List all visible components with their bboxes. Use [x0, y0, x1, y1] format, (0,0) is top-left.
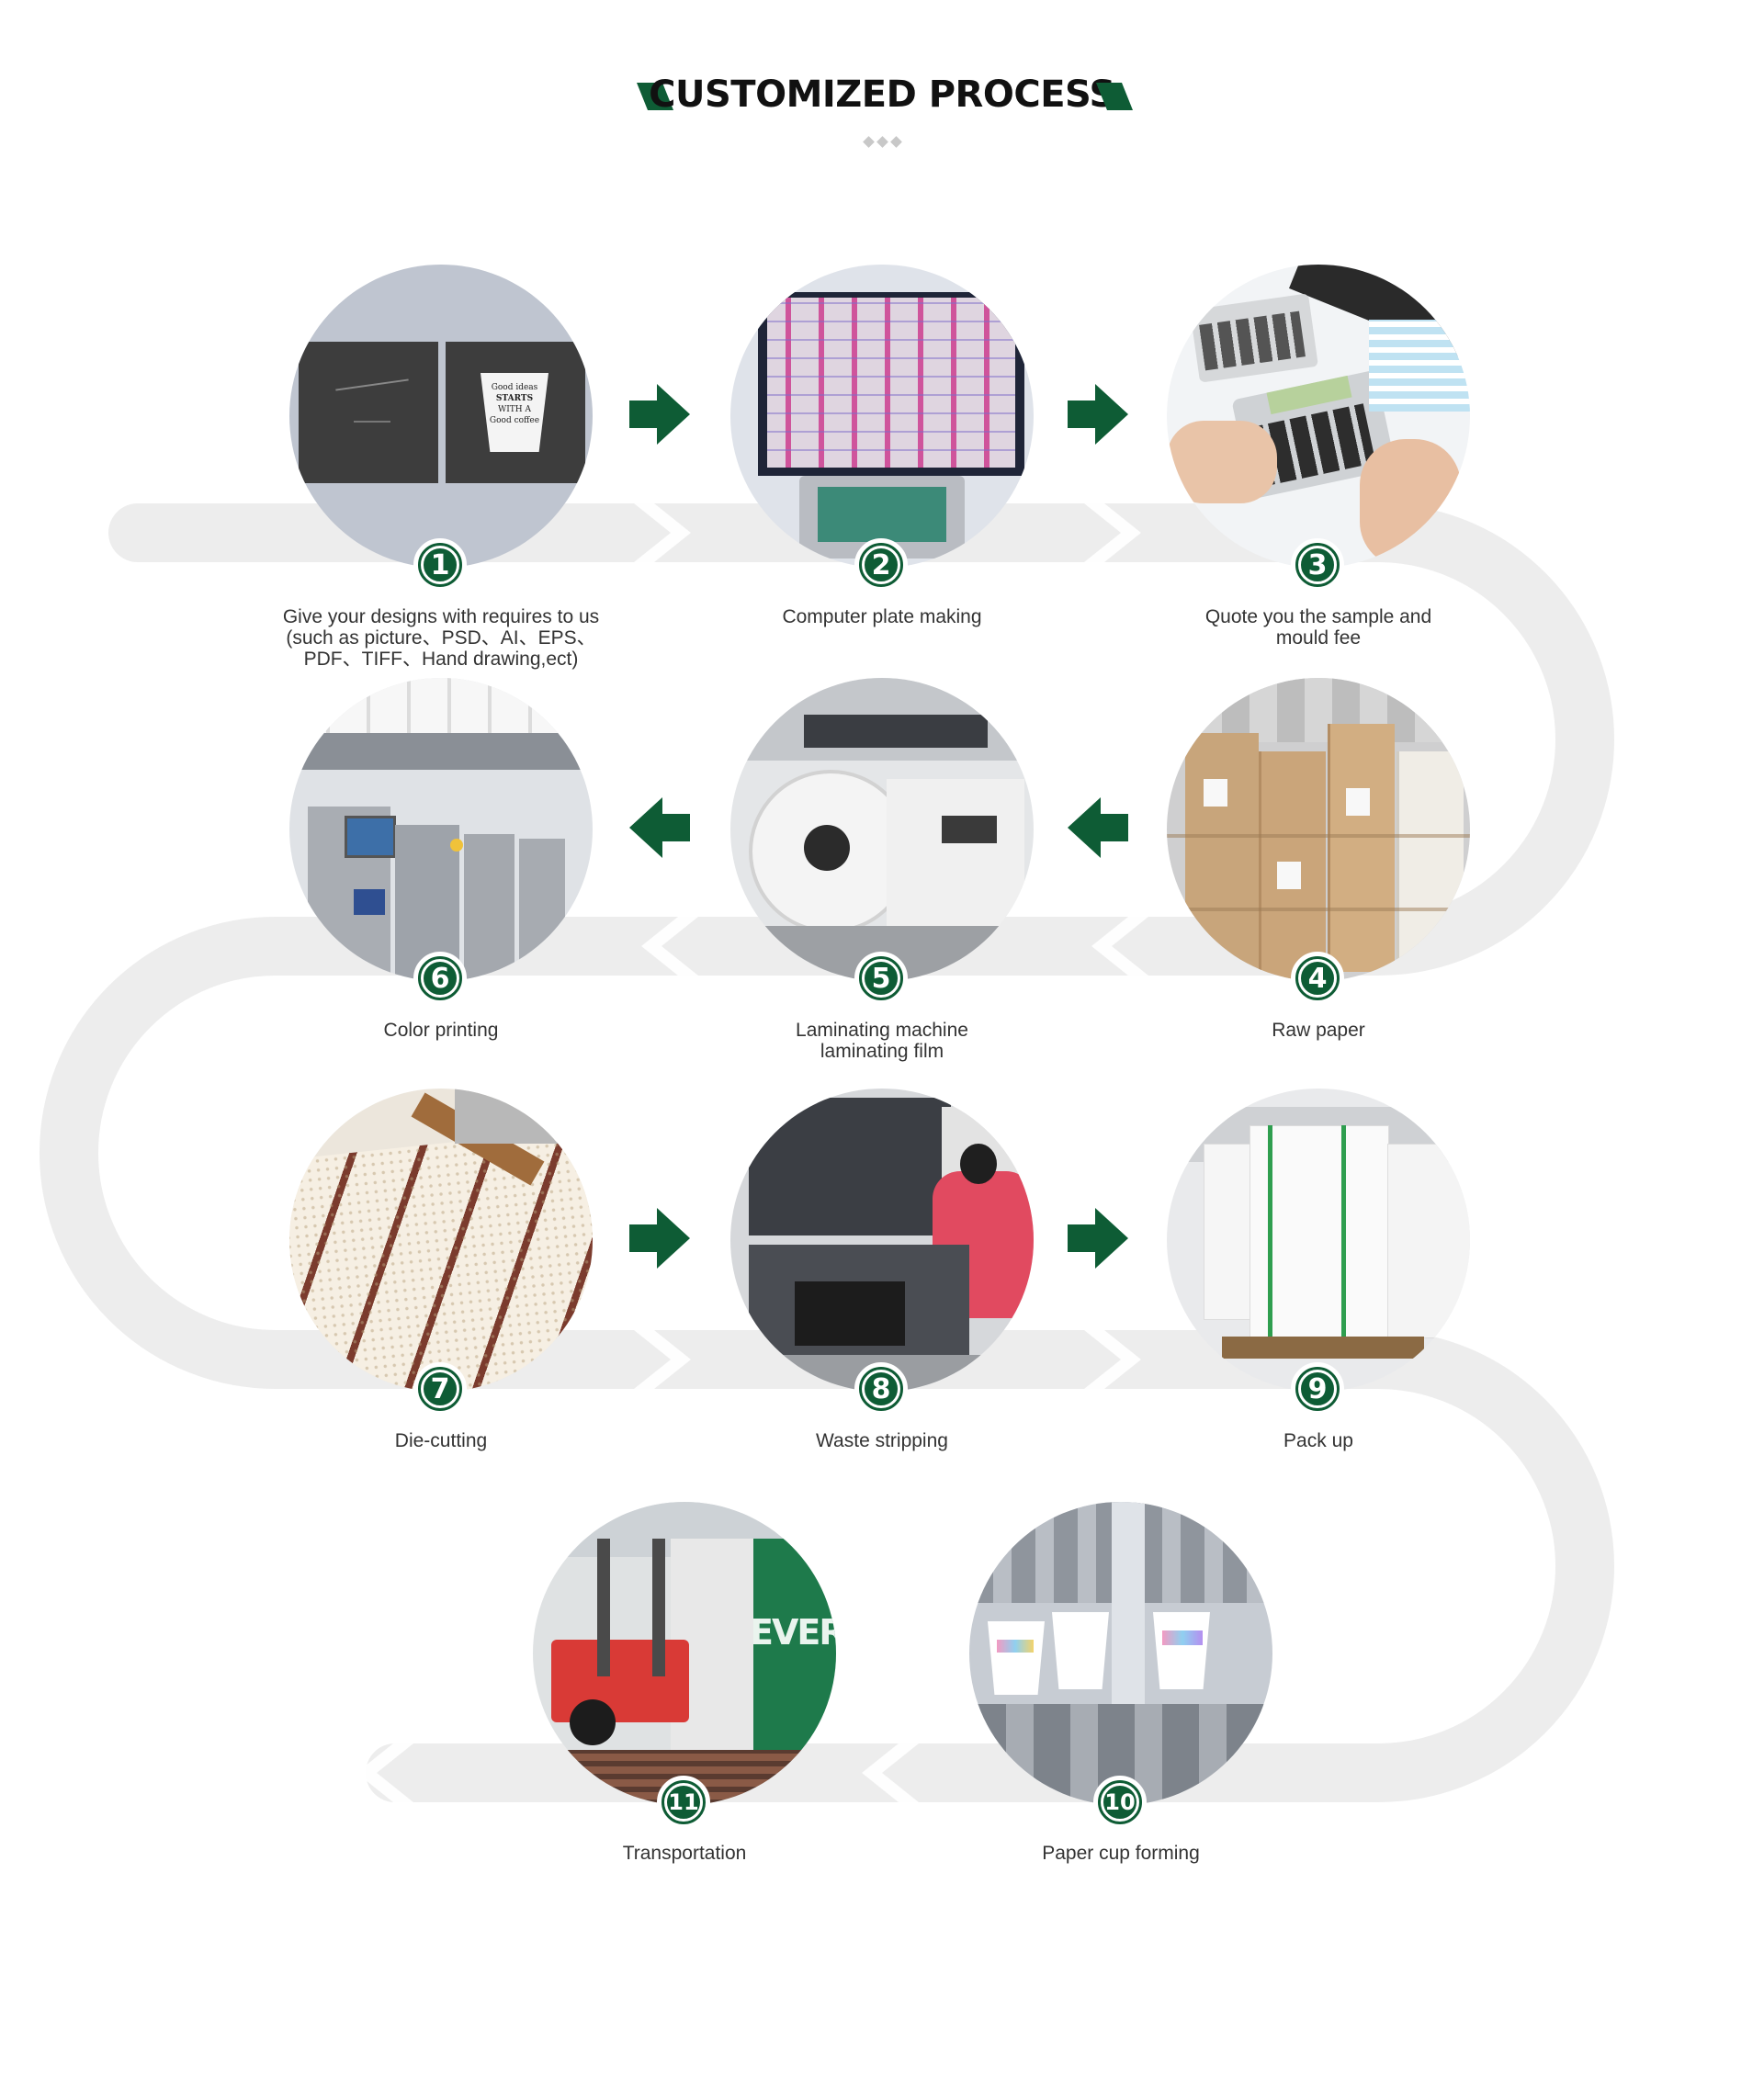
step-5-label: Laminating machine laminating film — [796, 1020, 968, 1062]
mockup-line-1: Good ideas — [491, 383, 538, 392]
step-1-badge: 1 — [413, 538, 467, 592]
step-4-label: Raw paper — [1272, 1020, 1365, 1041]
arrow-right-icon — [629, 384, 690, 445]
arrow-left-icon — [629, 797, 690, 858]
step-3-badge: 3 — [1291, 538, 1344, 592]
step-10-badge: 10 — [1093, 1776, 1147, 1829]
step-9-badge: 9 — [1291, 1362, 1344, 1416]
step-3-label: Quote you the sample and mould fee — [1204, 606, 1432, 649]
arrow-right-icon — [1068, 384, 1128, 445]
arrow-right-icon — [1068, 1208, 1128, 1269]
step-8-badge: 8 — [854, 1362, 908, 1416]
step-4-badge: 4 — [1291, 952, 1344, 1005]
mockup-line-3: WITH A — [497, 405, 532, 414]
section-header: CUSTOMIZED PROCESS — [0, 64, 1764, 138]
step-10-label: Paper cup forming — [1042, 1843, 1200, 1864]
header-divider-dots — [0, 134, 1764, 151]
step-10-photo — [969, 1502, 1272, 1805]
step-11-photo: EVER — [533, 1502, 836, 1805]
step-4-photo — [1167, 678, 1470, 981]
step-3-photo — [1167, 265, 1470, 568]
mockup-line-2: STARTS — [495, 394, 534, 403]
step-11-badge: 11 — [657, 1776, 710, 1829]
mockup-line-4: Good coffee — [489, 416, 540, 425]
arrow-left-icon — [1068, 797, 1128, 858]
step-5-photo — [730, 678, 1034, 981]
step-9-photo — [1167, 1089, 1470, 1392]
step-2-photo — [730, 265, 1034, 568]
step-2-badge: 2 — [854, 538, 908, 592]
step-7-photo — [289, 1089, 593, 1392]
step-11-label: Transportation — [622, 1843, 747, 1864]
step-2-label: Computer plate making — [782, 606, 982, 627]
step-7-badge: 7 — [413, 1362, 467, 1416]
step-6-badge: 6 — [413, 952, 467, 1005]
step-9-label: Pack up — [1283, 1430, 1353, 1451]
step-6-photo — [289, 678, 593, 981]
step-7-label: Die-cutting — [394, 1430, 488, 1451]
step-8-photo — [730, 1089, 1034, 1392]
arrow-right-icon — [629, 1208, 690, 1269]
step-1-label: Give your designs with requires to us (s… — [282, 606, 600, 670]
step-8-label: Waste stripping — [816, 1430, 948, 1451]
step-1-photo: Good ideas STARTS WITH A Good coffee — [289, 265, 593, 568]
page-title: CUSTOMIZED PROCESS — [649, 73, 1115, 116]
step-5-badge: 5 — [854, 952, 908, 1005]
container-logo-text: EVER — [750, 1612, 836, 1653]
step-6-label: Color printing — [383, 1020, 499, 1041]
